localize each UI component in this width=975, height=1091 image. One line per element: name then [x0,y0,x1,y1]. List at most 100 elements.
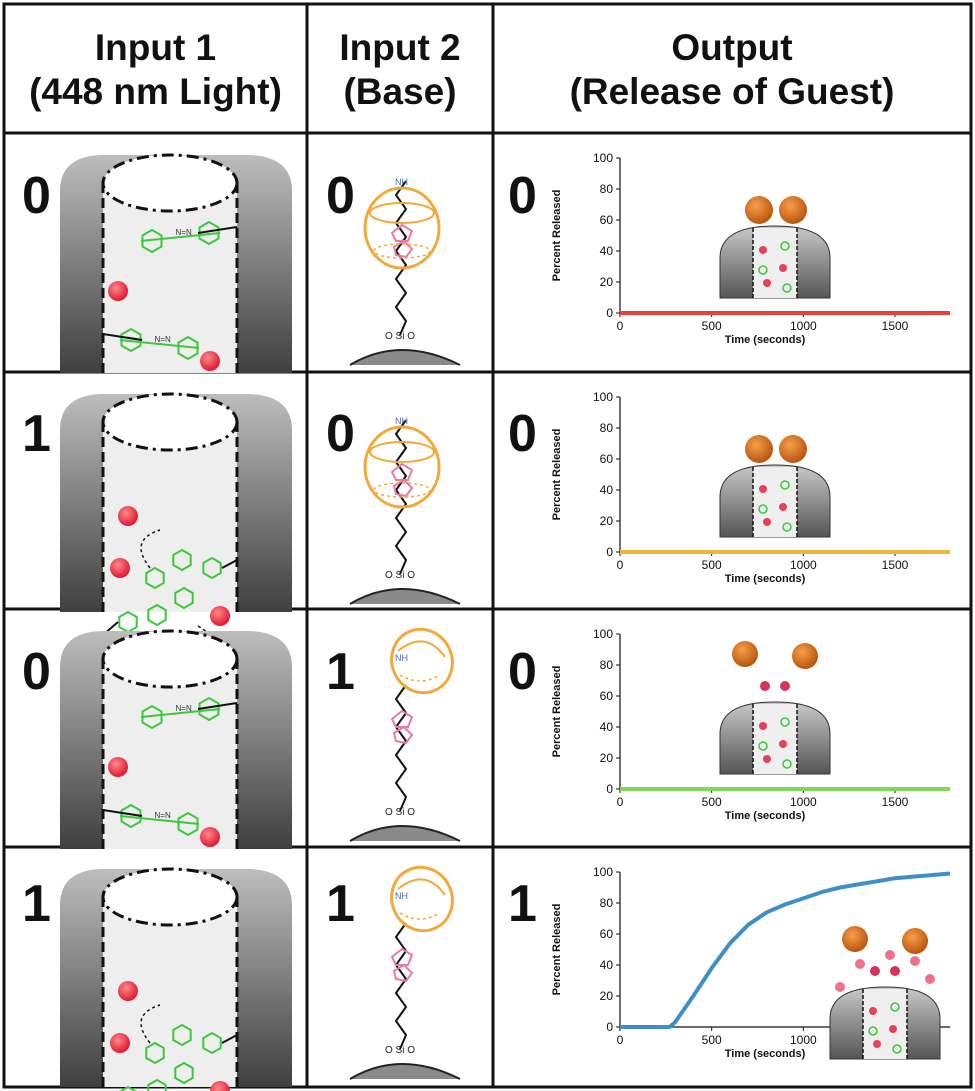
inset-pore-shape [753,704,797,774]
row3-input1-value: 0 [22,643,51,701]
x-tick-label: 1000 [790,795,817,809]
silica-surface-shape [349,588,461,605]
y-tick-label: 100 [593,151,613,165]
triazole-icon [390,462,414,481]
silica-surface-shape [349,825,461,842]
inset-pore-shape [753,467,797,537]
linker-line [221,559,238,569]
y-tick-label: 20 [600,989,614,1003]
header-input2: Input 2 (Base) [307,26,493,114]
inset-released-guest-dot [910,956,920,966]
guest-molecule-dot [200,351,220,371]
x-tick-label: 0 [617,795,624,809]
y-tick-label: 80 [600,182,614,196]
inset-azo-ring-icon [892,1044,902,1054]
x-axis-label: Time (seconds) [725,334,806,346]
inset-guest-dot [873,1040,881,1048]
y-tick-label: 60 [600,689,614,703]
inset-released-guest-dot [835,982,845,992]
x-tick-label: 1500 [882,319,909,333]
inset-stalk-tip-dot [780,681,790,691]
triazole-icon [390,223,414,242]
inset-cap-icon [732,641,758,667]
chart-inset-illustration-1 [719,196,831,299]
inset-azo-ring-icon [780,717,790,727]
header-output-subtitle: (Release of Guest) [569,71,895,112]
triazole-icon [392,478,414,498]
siloxane-anchor-label: O Si O [385,1045,415,1056]
x-tick-label: 1500 [882,558,909,572]
benzene-ring-icon [141,704,163,730]
header-input2-subtitle: (Base) [343,71,457,112]
x-axis-label: Time (seconds) [725,573,806,585]
inset-azo-ring-icon [782,283,792,293]
inset-guest-dot [759,485,767,493]
guest-molecule-dot [200,827,220,847]
x-tick-label: 1000 [790,1033,817,1047]
benzene-ring-icon [119,1085,137,1091]
inset-cap-icon [842,926,868,952]
siloxane-anchor-label: O Si O [385,807,415,818]
header-input1-subtitle: (448 nm Light) [29,71,282,112]
benzene-ring-icon [118,610,138,634]
x-axis-label: Time (seconds) [725,810,806,822]
ammonium-label: NH [395,416,408,426]
inset-azo-ring-icon [758,504,768,514]
benzene-ring-icon [177,335,199,361]
inset-cap-icon [779,435,807,463]
linker-line [102,333,143,341]
azo-bond-line [119,339,200,349]
azo-bond-line [140,232,221,242]
x-tick-label: 0 [617,558,624,572]
inset-guest-dot [779,264,787,272]
azo-n-label: N=N [176,704,192,713]
x-tick-label: 500 [702,1033,722,1047]
x-tick-label: 500 [702,795,722,809]
header-input1-title: Input 1 [94,27,217,68]
benzene-ring-icon [177,811,199,837]
linker-line [197,226,238,234]
motion-arc-line [140,1004,161,1044]
inset-cap-icon [779,196,807,224]
benzene-ring-icon [120,803,142,829]
row4-input1-value: 1 [22,875,51,933]
inset-guest-dot [763,518,771,526]
benzene-ring-icon [174,1061,194,1085]
y-tick-label: 40 [600,958,614,972]
x-tick-label: 0 [617,1033,624,1047]
y-tick-label: 80 [600,658,614,672]
row3-output-value: 0 [508,643,537,701]
header-input2-title: Input 2 [339,27,461,68]
inset-guest-dot [759,246,767,254]
inset-azo-ring-icon [782,522,792,532]
x-tick-label: 1500 [882,795,909,809]
azo-n-label: N=N [155,335,171,344]
pore-opening-ellipse [101,867,239,927]
benzene-ring-icon [202,1031,222,1055]
inset-stalk-tip-dot [870,966,880,976]
benzene-ring-icon [120,327,142,353]
row1-output-value: 0 [508,167,537,225]
nanovalve-illustration-2: O Si ONH [349,416,461,605]
x-tick-label: 0 [617,319,624,333]
benzene-ring-icon [147,603,167,627]
triazole-icon [390,947,414,966]
mesopore-illustration-3: N=NN=N [60,629,292,849]
guest-molecule-dot [210,1081,230,1091]
pore-opening-ellipse [101,392,239,452]
chart-inset-illustration-3 [719,641,831,775]
linker-line [102,809,143,817]
benzene-ring-icon [145,1041,165,1065]
inset-cap-icon [902,928,928,954]
nanovalve-illustration-1: O Si ONH [349,177,461,366]
triazole-icon [392,239,414,259]
x-tick-label: 1000 [790,319,817,333]
header-output-title: Output [671,27,793,68]
inset-azo-ring-icon [780,480,790,490]
inset-guest-dot [763,279,771,287]
chart-inset-illustration-4 [829,926,941,1060]
y-tick-label: 0 [606,545,613,559]
inset-guest-dot [759,722,767,730]
